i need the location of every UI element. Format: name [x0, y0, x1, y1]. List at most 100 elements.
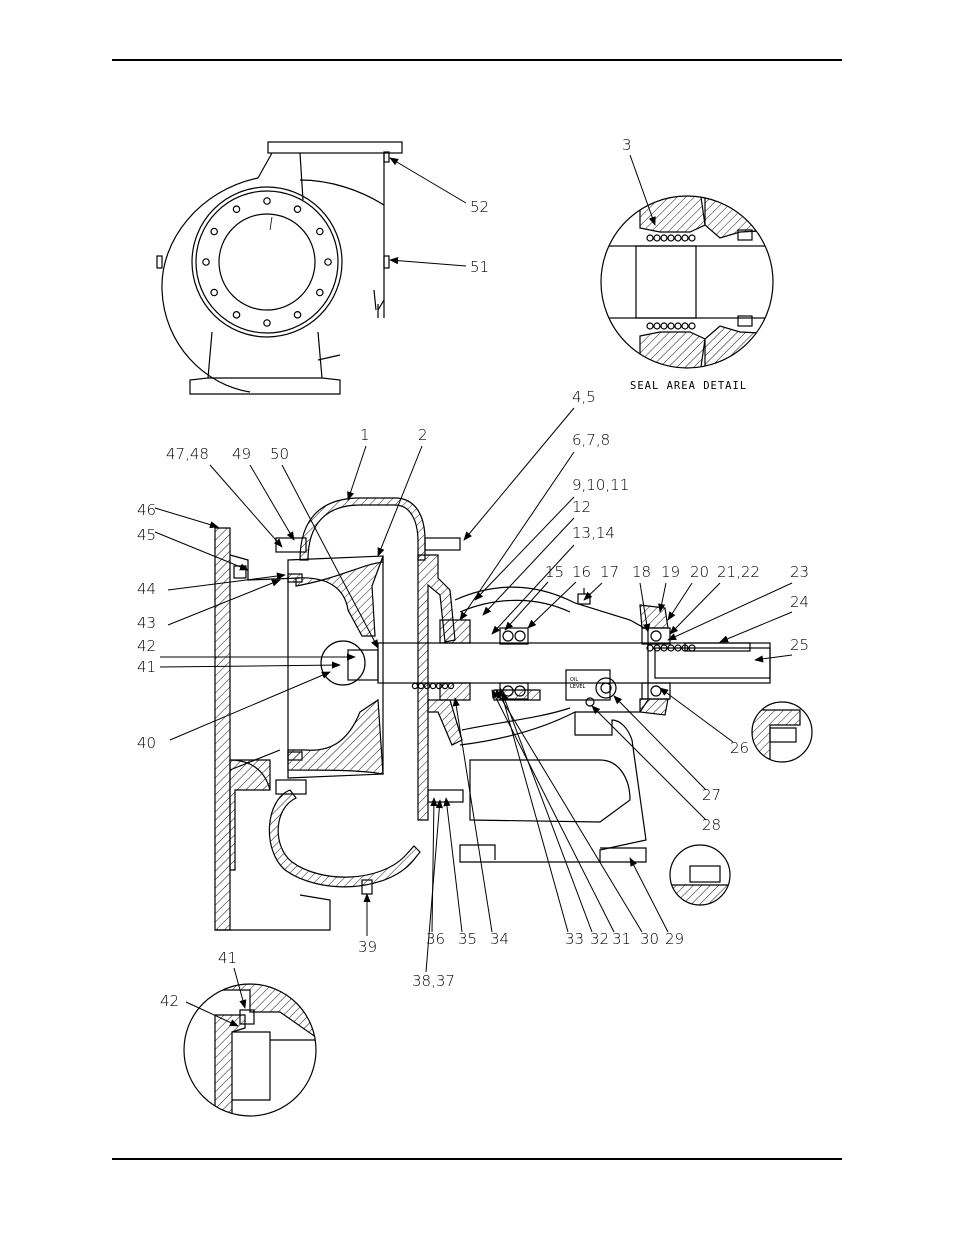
- flange-bolt-hole: [233, 312, 239, 318]
- callout-label-c46: 46: [137, 501, 156, 519]
- callout-label-c19: 19: [661, 563, 680, 581]
- seal-spring-coil: [430, 683, 435, 688]
- section-view: OIL LEVEL: [215, 498, 770, 930]
- callout-label-c49: 49: [232, 445, 251, 463]
- callout-label-c41: 41: [137, 658, 156, 676]
- callout-label-c30: 30: [640, 930, 659, 948]
- seal-spring-coil: [647, 323, 653, 329]
- seal-spring-coil: [682, 323, 688, 329]
- callout-leader-c15: [505, 582, 548, 630]
- callout-label-c4748: 47,48: [166, 445, 209, 463]
- callout-leader-c17: [584, 583, 602, 600]
- flange-bolt-hole: [294, 312, 300, 318]
- callout-label-c678: 6,7,8: [572, 431, 610, 449]
- callout-label-c44: 44: [137, 580, 156, 598]
- flange-bolt-hole: [233, 206, 239, 212]
- callout-label-c31: 31: [612, 930, 631, 948]
- seal-spring-coil: [675, 235, 681, 241]
- callout-leader-c1: [348, 446, 366, 500]
- callout-label-c18: 18: [632, 563, 651, 581]
- callout-label-c35: 35: [458, 930, 477, 948]
- seal-spring-coil: [689, 323, 695, 329]
- callout-leader-c40: [170, 672, 330, 740]
- callout-leader-c25: [755, 655, 792, 660]
- callout-leader-c91011: [475, 497, 574, 600]
- callout-label-c45: 4,5: [572, 388, 596, 406]
- seal-spring-coil: [647, 235, 653, 241]
- callout-label-c43: 43: [137, 614, 156, 632]
- callout-label-c3837: 38,37: [412, 972, 455, 990]
- flange-bolt-hole: [211, 289, 217, 295]
- callout-label-c91011: 9,10,11: [572, 476, 629, 494]
- callout-leader-c36: [432, 798, 434, 932]
- callout-label-c41b: 41: [218, 949, 237, 967]
- callout-label-c3: 3: [622, 136, 632, 154]
- flange-bolt-hole: [294, 206, 300, 212]
- flange-bolt-hole: [264, 320, 270, 326]
- callout-leader-c45: [464, 408, 574, 540]
- seal-spring-coil: [668, 235, 674, 241]
- callout-label-c45b: 45: [137, 526, 156, 544]
- callout-label-c16: 16: [572, 563, 591, 581]
- callout-label-c40: 40: [137, 734, 156, 752]
- flange-bolt-hole: [317, 289, 323, 295]
- flange-bolt-hole: [264, 198, 270, 204]
- callout-label-c28: 28: [702, 816, 721, 834]
- callout-label-c2122: 21,22: [717, 563, 760, 581]
- detail-circle-impeller-nut: [184, 984, 320, 1120]
- callout-leader-c42b: [186, 1002, 238, 1026]
- callout-label-c26: 26: [730, 739, 749, 757]
- callout-label-c20: 20: [690, 563, 709, 581]
- callout-label-c1: 1: [360, 426, 370, 444]
- callout-label-c33: 33: [565, 930, 584, 948]
- callout-leader-c51: [390, 260, 466, 266]
- callout-leader-c32: [502, 692, 592, 932]
- seal-spring-coil: [668, 323, 674, 329]
- callout-label-c12: 12: [572, 498, 591, 516]
- callout-label-c52: 52: [470, 198, 489, 216]
- seal-spring-coil: [654, 235, 660, 241]
- oil-level-label-2: LEVEL: [570, 684, 586, 690]
- callout-label-c17: 17: [600, 563, 619, 581]
- callout-leader-c2122: [670, 583, 720, 634]
- front-view: [157, 142, 402, 394]
- callout-leader-c30: [496, 690, 642, 932]
- detail-circle-lip-seal-inboard: [670, 845, 730, 910]
- callout-leader-c45b: [155, 532, 248, 570]
- callout-leader-c26: [660, 688, 733, 742]
- flange-bolt-hole: [203, 259, 209, 265]
- callout-leader-c24: [720, 612, 792, 642]
- flange-bolt-hole: [317, 228, 323, 234]
- callout-label-c42b: 42: [160, 992, 179, 1010]
- flange-bolt-hole: [211, 228, 217, 234]
- callout-label-c51: 51: [470, 258, 489, 276]
- callout-label-c39: 39: [358, 938, 377, 956]
- callout-label-c25: 25: [790, 636, 809, 654]
- detail-circle-lip-seal: [752, 702, 812, 770]
- callout-label-c34: 34: [490, 930, 509, 948]
- callout-leader-c1314: [492, 545, 574, 634]
- seal-spring-coil: [682, 235, 688, 241]
- callout-label-c27: 27: [702, 786, 721, 804]
- callout-label-c32: 32: [590, 930, 609, 948]
- callout-leader-c46: [155, 508, 218, 527]
- callout-leader-c33: [500, 688, 568, 932]
- seal-area-detail-caption: SEAL AREA DETAIL: [630, 380, 747, 392]
- seal-spring-coil: [689, 235, 695, 241]
- seal-spring-coil: [661, 235, 667, 241]
- callout-leader-c52: [390, 158, 466, 203]
- callout-leader-c20: [668, 583, 692, 620]
- callout-leader-c28: [592, 706, 706, 820]
- callout-label-c23: 23: [790, 563, 809, 581]
- callout-leader-c35: [446, 798, 462, 932]
- seal-spring-coil: [654, 323, 660, 329]
- callout-leader-c34: [455, 698, 492, 932]
- seal-spring-coil: [675, 323, 681, 329]
- oil-level-label-1: OIL: [570, 677, 578, 683]
- callout-label-c15: 15: [545, 563, 564, 581]
- seal-spring-coil: [412, 683, 417, 688]
- seal-area-detail: [600, 190, 780, 374]
- callout-label-c2: 2: [418, 426, 428, 444]
- flange-bolt-hole: [325, 259, 331, 265]
